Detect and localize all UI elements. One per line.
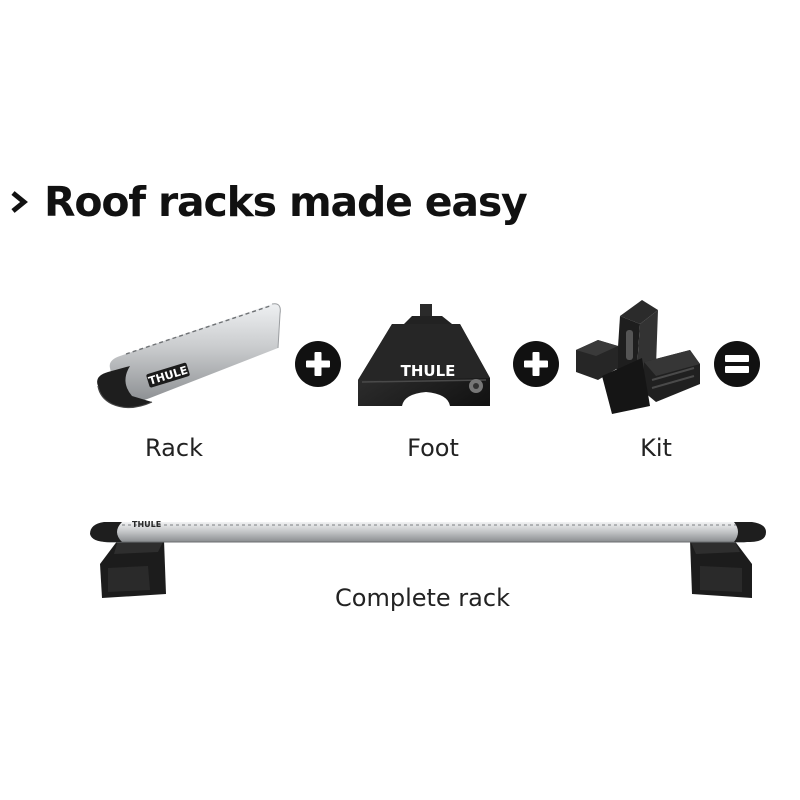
- wing-bar-icon: THULE: [97, 303, 281, 409]
- fitting-kit-icon: [576, 300, 700, 414]
- rack-label: Rack: [145, 434, 203, 462]
- rack-foot-icon: THULE: [358, 304, 490, 406]
- plus-icon: [513, 341, 559, 387]
- page-title: Roof racks made easy: [44, 178, 528, 226]
- headline: Roof racks made easy: [8, 172, 528, 232]
- bar-brand-logo: THULE: [132, 520, 161, 529]
- complete-roof-rack-icon: THULE: [90, 520, 766, 598]
- plus-icon: [295, 341, 341, 387]
- complete-rack-label: Complete rack: [335, 584, 510, 612]
- foot-brand-logo: THULE: [401, 362, 456, 380]
- kit-label: Kit: [640, 434, 672, 462]
- equals-icon: [714, 341, 760, 387]
- chevron-right-icon: [11, 191, 28, 213]
- foot-label: Foot: [407, 434, 459, 462]
